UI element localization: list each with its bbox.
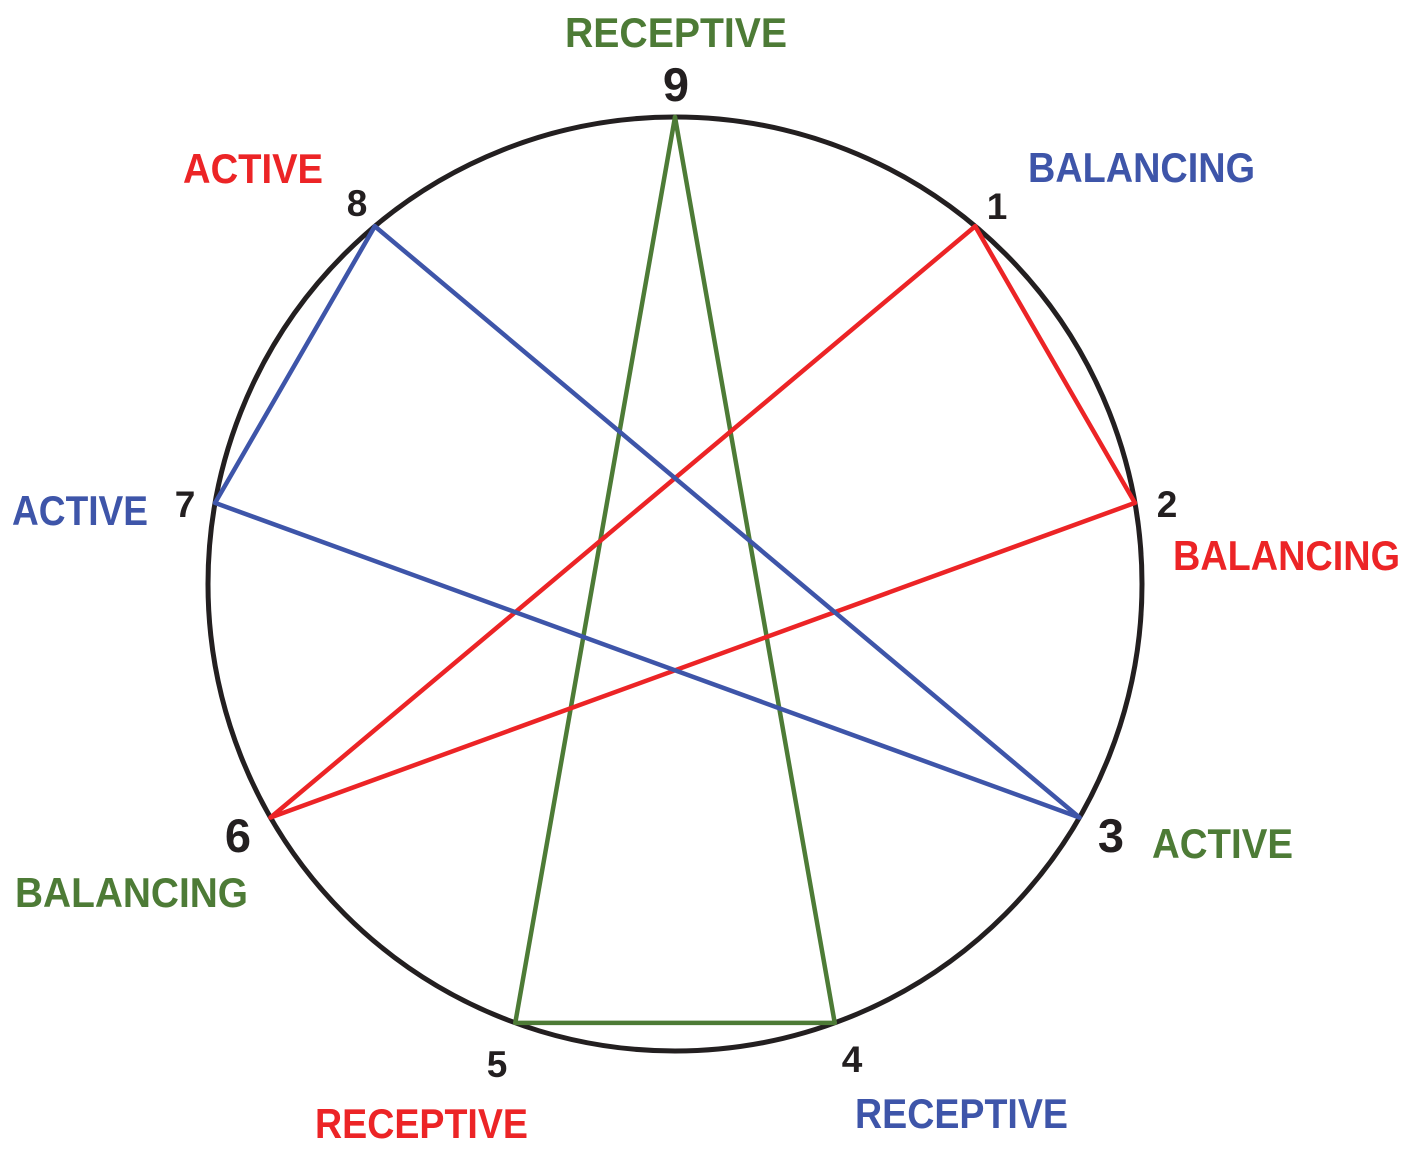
point-number-9: 9 xyxy=(663,58,689,111)
point-label-7: ACTIVE xyxy=(12,487,148,534)
point-label-9: RECEPTIVE xyxy=(565,9,787,56)
point-number-3: 3 xyxy=(1098,809,1124,862)
point-number-6: 6 xyxy=(225,809,251,862)
triangle-line-7-8 xyxy=(212,224,378,506)
point-number-1: 1 xyxy=(987,186,1008,227)
receptive-triangle xyxy=(513,114,837,1026)
point-label-3: ACTIVE xyxy=(1152,820,1293,867)
enneagram-circle xyxy=(205,114,1145,1054)
point-number-7: 7 xyxy=(175,484,196,525)
point-number-2: 2 xyxy=(1157,484,1178,525)
triangle-line-1-2 xyxy=(972,224,1138,506)
triangle-line-2-6 xyxy=(268,500,1138,820)
point-label-1: BALANCING xyxy=(1028,144,1255,191)
triangle-line-3-7 xyxy=(212,500,1082,820)
point-label-5: RECEPTIVE xyxy=(315,1100,528,1147)
point-label-8: ACTIVE xyxy=(183,145,323,192)
point-label-6: BALANCING xyxy=(15,869,248,916)
triangle-line-5-9 xyxy=(513,114,678,1026)
triangle-line-8-3 xyxy=(372,224,1082,820)
point-label-4: RECEPTIVE xyxy=(855,1090,1068,1137)
triangle-line-9-4 xyxy=(672,114,837,1026)
point-number-4: 4 xyxy=(842,1039,863,1080)
balancing-triangle xyxy=(268,224,1138,820)
triangle-line-6-1 xyxy=(268,224,978,820)
point-number-8: 8 xyxy=(347,183,368,224)
point-label-2: BALANCING xyxy=(1173,532,1400,579)
point-number-5: 5 xyxy=(487,1044,508,1085)
active-triangle xyxy=(212,224,1082,820)
